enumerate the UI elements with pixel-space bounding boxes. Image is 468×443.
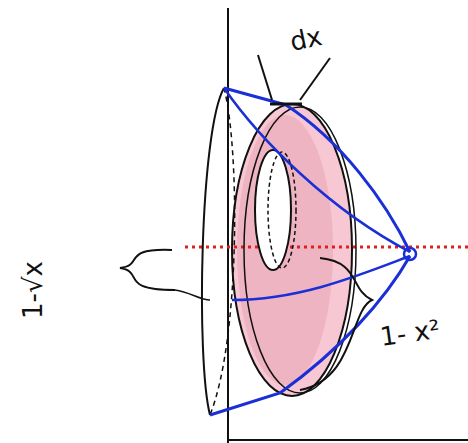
dimension-label: 1- x² (378, 316, 441, 350)
dx-tick (300, 58, 330, 100)
solid-left-edge (202, 88, 224, 415)
radius-brace (120, 250, 175, 290)
y-axis (227, 8, 229, 443)
brace-leader (175, 290, 210, 300)
inner-curve-bottom (232, 256, 410, 300)
rotation-axis (185, 246, 468, 249)
dx-width (270, 103, 302, 106)
radius-brace (300, 258, 372, 390)
dx-tick (258, 55, 272, 100)
washer-hole-back (268, 152, 296, 268)
washer-hole (255, 150, 291, 270)
dimension-label: dx (288, 23, 325, 55)
solid-left-back (210, 88, 235, 415)
washer-outer (232, 104, 352, 396)
x-axis-line (228, 439, 468, 441)
intersection-point (404, 248, 416, 260)
washer-face (232, 104, 352, 396)
inner-curve-top (224, 88, 410, 252)
outer-curve-top (224, 88, 410, 252)
washer-shade (237, 115, 333, 385)
dimension-label: 1-√x (20, 261, 46, 319)
